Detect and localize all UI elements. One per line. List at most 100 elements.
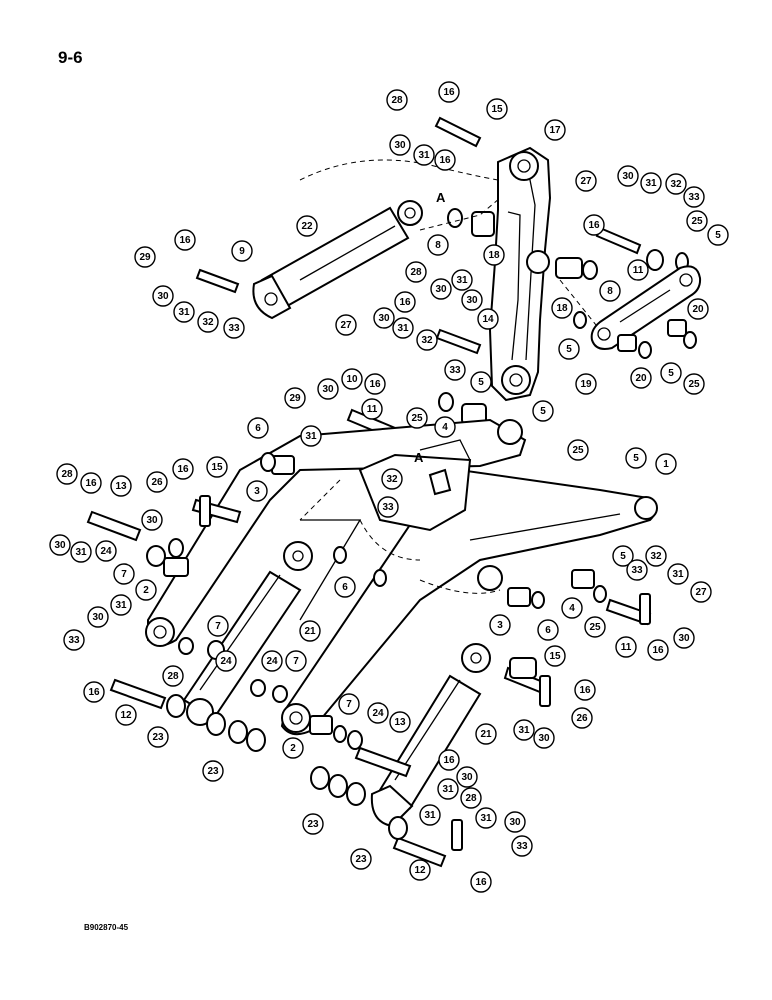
callout-circle bbox=[504, 811, 526, 833]
callout-number: 23 bbox=[355, 854, 367, 865]
callout-circle bbox=[83, 681, 105, 703]
callout-circle bbox=[302, 813, 324, 835]
callout-9: 9 bbox=[231, 240, 253, 262]
callout-7: 7 bbox=[285, 650, 307, 672]
callout-16: 16 bbox=[80, 472, 102, 494]
callout-number: 15 bbox=[211, 462, 223, 473]
callout-5: 5 bbox=[707, 224, 729, 246]
callout-15: 15 bbox=[486, 98, 508, 120]
callout-26: 26 bbox=[571, 707, 593, 729]
callout-circle bbox=[486, 98, 508, 120]
callout-circle bbox=[475, 723, 497, 745]
callout-number: 21 bbox=[304, 626, 316, 637]
callout-8: 8 bbox=[427, 234, 449, 256]
callout-11: 11 bbox=[615, 636, 637, 658]
callout-number: 31 bbox=[115, 600, 127, 611]
page-number: 9-6 bbox=[58, 48, 83, 67]
callout-26: 26 bbox=[146, 471, 168, 493]
callout-16: 16 bbox=[394, 291, 416, 313]
callout-number: 31 bbox=[518, 725, 530, 736]
callout-circle bbox=[409, 859, 431, 881]
callout-number: 31 bbox=[305, 431, 317, 442]
callout-circle bbox=[625, 447, 647, 469]
callout-circle bbox=[223, 317, 245, 339]
callout-circle bbox=[350, 848, 372, 870]
callout-3: 3 bbox=[246, 480, 268, 502]
callout-circle bbox=[427, 234, 449, 256]
callout-circle bbox=[489, 614, 511, 636]
callout-circle bbox=[389, 711, 411, 733]
callout-number: 30 bbox=[322, 384, 334, 395]
callout-7: 7 bbox=[207, 615, 229, 637]
callout-circle bbox=[599, 280, 621, 302]
callout-27: 27 bbox=[575, 170, 597, 192]
callout-31: 31 bbox=[667, 563, 689, 585]
callout-circle bbox=[341, 368, 363, 390]
callout-number: 16 bbox=[475, 877, 487, 888]
callout-number: 4 bbox=[442, 422, 448, 433]
callout-31: 31 bbox=[451, 269, 473, 291]
callout-31: 31 bbox=[70, 541, 92, 563]
callout-number: 25 bbox=[688, 379, 700, 390]
callout-circle bbox=[612, 545, 634, 567]
callout-number: 16 bbox=[179, 235, 191, 246]
callout-24: 24 bbox=[367, 702, 389, 724]
callout-circle bbox=[430, 278, 452, 300]
callout-circle bbox=[574, 679, 596, 701]
callout-5: 5 bbox=[532, 400, 554, 422]
callout-number: 5 bbox=[668, 368, 674, 379]
callout-number: 28 bbox=[391, 95, 403, 106]
callout-30: 30 bbox=[152, 285, 174, 307]
callout-number: 16 bbox=[443, 87, 455, 98]
callout-number: 30 bbox=[54, 540, 66, 551]
callout-circle bbox=[583, 214, 605, 236]
callout-number: 5 bbox=[566, 344, 572, 355]
callout-number: 5 bbox=[478, 377, 484, 388]
callout-number: 27 bbox=[580, 176, 592, 187]
callout-32: 32 bbox=[197, 311, 219, 333]
callout-16: 16 bbox=[364, 373, 386, 395]
callout-number: 7 bbox=[121, 569, 127, 580]
callout-number: 31 bbox=[75, 547, 87, 558]
callout-number: 11 bbox=[633, 265, 644, 276]
callout-16: 16 bbox=[172, 458, 194, 480]
callout-circle bbox=[282, 737, 304, 759]
callout-6: 6 bbox=[247, 417, 269, 439]
callout-4: 4 bbox=[434, 416, 456, 438]
callout-31: 31 bbox=[413, 144, 435, 166]
callout-circle bbox=[317, 378, 339, 400]
callout-circle bbox=[571, 707, 593, 729]
callout-circle bbox=[655, 453, 677, 475]
callout-21: 21 bbox=[475, 723, 497, 745]
callout-circle bbox=[444, 359, 466, 381]
reference-marks: AA bbox=[414, 190, 446, 465]
callout-20: 20 bbox=[630, 367, 652, 389]
callout-circle bbox=[451, 269, 473, 291]
callout-number: 30 bbox=[678, 633, 690, 644]
callout-31: 31 bbox=[300, 425, 322, 447]
callout-number: 33 bbox=[228, 323, 240, 334]
callout-number: 32 bbox=[421, 335, 433, 346]
callout-number: 15 bbox=[549, 651, 561, 662]
callout-circle bbox=[300, 425, 322, 447]
callout-number: 9 bbox=[239, 246, 245, 257]
callout-31: 31 bbox=[475, 807, 497, 829]
callout-circle bbox=[460, 787, 482, 809]
callout-circle bbox=[438, 749, 460, 771]
callout-circle bbox=[470, 371, 492, 393]
callout-4: 4 bbox=[561, 597, 583, 619]
callout-number: 6 bbox=[545, 625, 551, 636]
callout-1: 1 bbox=[655, 453, 677, 475]
callout-circle bbox=[575, 170, 597, 192]
callout-number: 14 bbox=[482, 314, 494, 325]
callout-30: 30 bbox=[430, 278, 452, 300]
callout-number: 21 bbox=[480, 729, 492, 740]
callout-24: 24 bbox=[215, 650, 237, 672]
callout-13: 13 bbox=[389, 711, 411, 733]
callout-number: 18 bbox=[556, 303, 568, 314]
callout-number: 16 bbox=[652, 645, 664, 656]
callout-circle bbox=[285, 650, 307, 672]
callout-number: 31 bbox=[672, 569, 684, 580]
callout-number: 5 bbox=[540, 406, 546, 417]
